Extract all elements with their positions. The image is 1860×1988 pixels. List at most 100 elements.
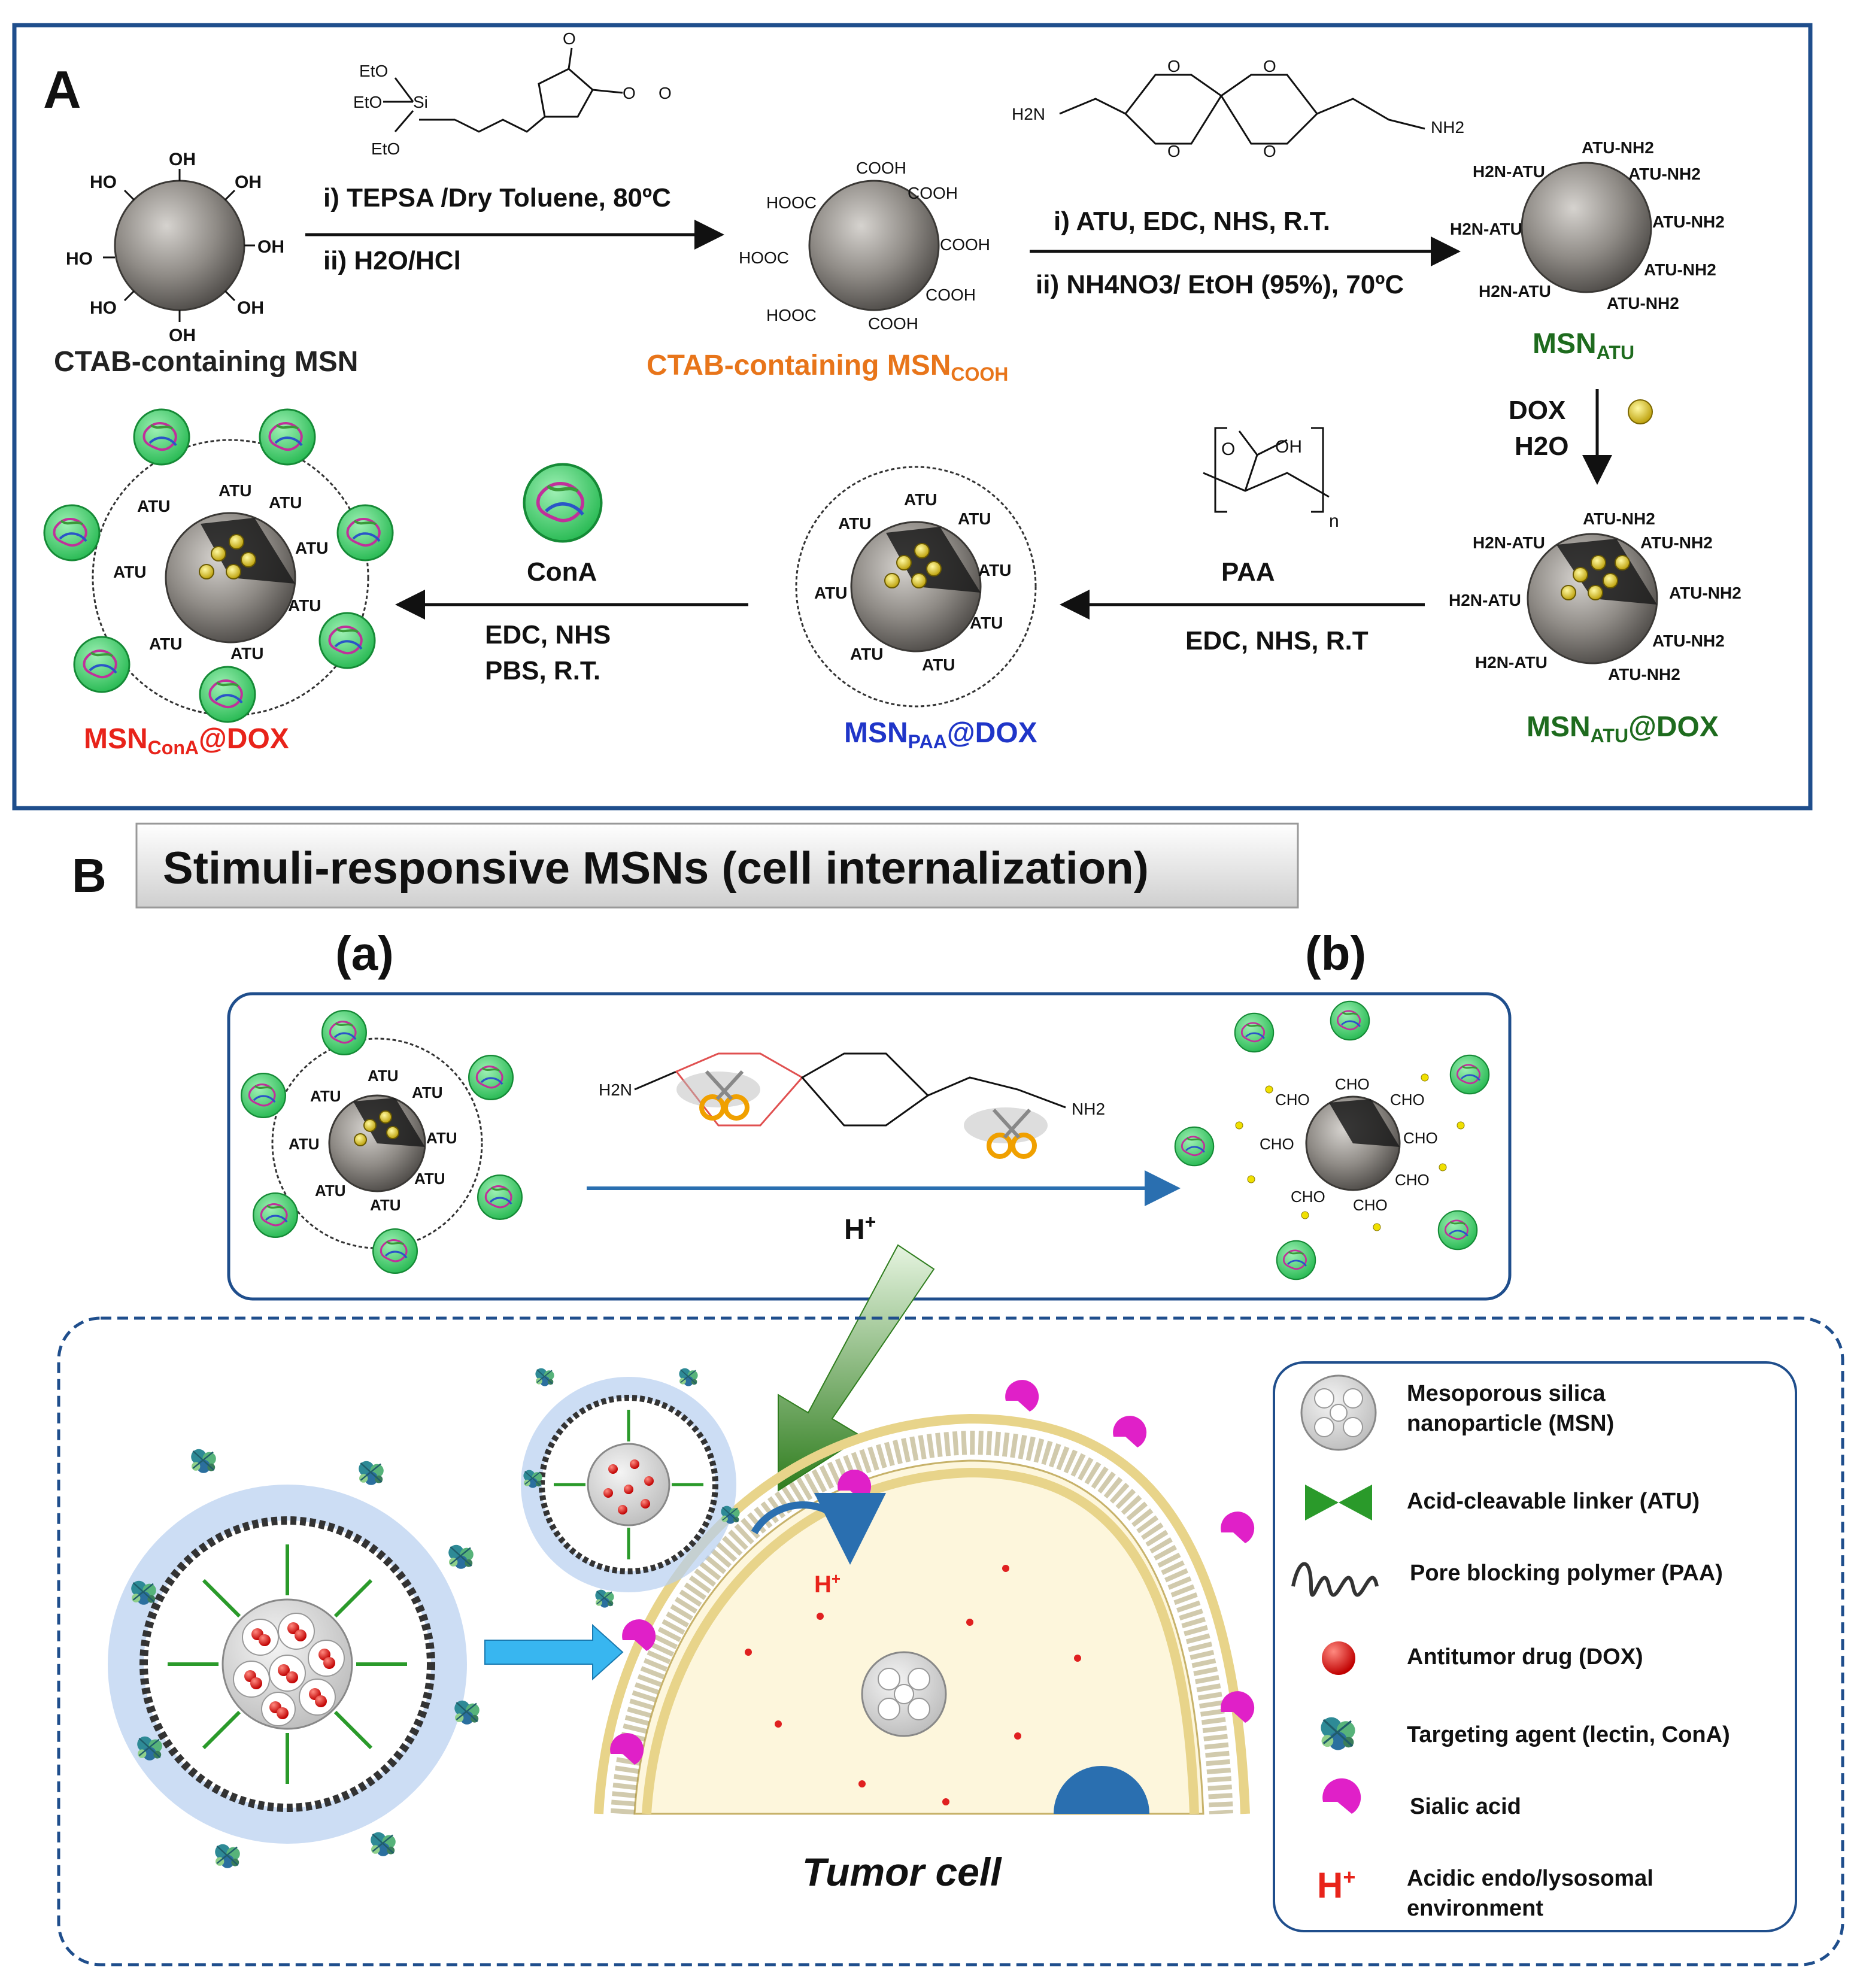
svg-text:Acidic endo/lysosomal: Acidic endo/lysosomal	[1407, 1866, 1653, 1891]
legend-polymer-icon	[1291, 1562, 1379, 1597]
msn-atu-dox-sphere: ATU-NH2 ATU-NH2 ATU-NH2 ATU-NH2 ATU-NH2 …	[1449, 509, 1741, 684]
sub-label-a: (a)	[335, 927, 394, 980]
svg-text:ATU: ATU	[368, 1067, 399, 1085]
svg-text:ATU-NH2: ATU-NH2	[1652, 213, 1725, 231]
step5-line2: PBS, R.T.	[485, 656, 600, 685]
panel-a-label: A	[43, 60, 81, 119]
svg-text:H2N-ATU: H2N-ATU	[1473, 533, 1545, 552]
step4-reagent: PAA	[1221, 557, 1275, 587]
svg-text:Mesoporous silica: Mesoporous silica	[1407, 1381, 1606, 1406]
legend-text: Mesoporous silica nanoparticle (MSN) Aci…	[1407, 1381, 1730, 1921]
panel-b-label: B	[72, 849, 107, 902]
svg-text:ATU-NH2: ATU-NH2	[1652, 632, 1725, 650]
step5-line1: EDC, NHS	[485, 620, 611, 649]
svg-text:HOOC: HOOC	[739, 248, 789, 267]
svg-text:CHO: CHO	[1335, 1075, 1370, 1093]
svg-text:ATU: ATU	[288, 596, 321, 615]
svg-text:CHO: CHO	[1395, 1171, 1430, 1189]
svg-text:Targeting agent (lectin, ConA): Targeting agent (lectin, ConA)	[1407, 1722, 1730, 1747]
targeted-msn-small	[521, 1377, 736, 1592]
svg-text:COOH: COOH	[908, 184, 958, 202]
svg-text:ATU: ATU	[970, 614, 1003, 632]
svg-text:ATU: ATU	[310, 1087, 341, 1105]
sub-label-b: (b)	[1305, 927, 1366, 980]
endocytosis-arrow	[751, 1492, 886, 1565]
svg-text:ATU: ATU	[149, 635, 182, 653]
svg-text:ATU: ATU	[412, 1083, 443, 1101]
cell-h-plus: H+	[814, 1570, 841, 1598]
atu-linker-structure	[1059, 74, 1425, 145]
svg-text:O: O	[659, 84, 672, 102]
msn-paa-dox-sphere: ATU ATU ATU ATU ATU ATU ATU ATU	[795, 466, 1037, 708]
svg-text:ATU: ATU	[137, 497, 170, 515]
legend-icons: H+	[1291, 1374, 1379, 1905]
msn-paa-dox-label: MSNPAA@DOX	[844, 717, 1037, 752]
released-msn	[861, 1651, 947, 1737]
svg-text:ATU: ATU	[113, 563, 146, 581]
svg-text:ATU-NH2: ATU-NH2	[1607, 294, 1679, 312]
legend-sialic-icon	[1322, 1778, 1361, 1814]
svg-text:OH: OH	[169, 150, 196, 169]
msn-sphere: OH OH OH OH OH HO HO HO	[66, 150, 284, 345]
svg-text:ATU-NH2: ATU-NH2	[1583, 509, 1655, 528]
svg-text:CHO: CHO	[1353, 1196, 1388, 1214]
svg-text:O: O	[563, 29, 576, 48]
msn-atu-sphere: ATU-NH2 ATU-NH2 ATU-NH2 ATU-NH2 ATU-NH2 …	[1450, 138, 1725, 312]
step3-line2: H2O	[1515, 432, 1568, 461]
svg-text:NH2: NH2	[1431, 118, 1464, 136]
svg-text:ATU-NH2: ATU-NH2	[1628, 165, 1701, 183]
legend-drug-icon	[1322, 1641, 1355, 1675]
svg-text:ATU: ATU	[958, 509, 991, 528]
svg-text:ATU-NH2: ATU-NH2	[1582, 138, 1654, 157]
svg-text:ATU-NH2: ATU-NH2	[1669, 584, 1741, 602]
svg-text:ATU: ATU	[370, 1196, 401, 1214]
svg-text:Si: Si	[413, 93, 428, 111]
step2-line2: ii) NH4NO3/ EtOH (95%), 70ºC	[1036, 270, 1404, 299]
svg-text:ATU: ATU	[414, 1170, 445, 1188]
svg-text:HO: HO	[90, 298, 117, 318]
svg-text:ATU: ATU	[219, 481, 251, 500]
svg-text:CHO: CHO	[1275, 1091, 1310, 1109]
dox-icon	[1628, 399, 1653, 424]
tepsa-labels: EtO EtO Si EtO O O O	[353, 29, 672, 158]
msn-label: CTAB-containing MSN	[54, 346, 358, 378]
step4-conditions: EDC, NHS, R.T	[1185, 626, 1369, 655]
svg-text:ATU: ATU	[838, 514, 871, 533]
trigger-label: H+	[844, 1211, 876, 1246]
paa-o: O	[1221, 439, 1235, 459]
svg-text:OH: OH	[237, 298, 264, 318]
targeted-msn-large	[108, 1485, 467, 1844]
svg-text:CHO: CHO	[1403, 1129, 1438, 1147]
svg-text:H2N: H2N	[1012, 105, 1045, 123]
paa-oh: OH	[1275, 437, 1302, 457]
cell-region-box	[57, 1316, 1844, 1966]
linker-right-label: NH2	[1072, 1100, 1105, 1118]
particle-cleaved: CHO CHO CHO CHO CHO CHO CHO CHO	[1235, 1073, 1465, 1231]
scissors-right-icon	[964, 1107, 1048, 1159]
entry-arrow	[778, 1244, 935, 1492]
released-drugs	[745, 1565, 1081, 1805]
step2-line1: i) ATU, EDC, NHS, R.T.	[1054, 207, 1330, 236]
svg-text:COOH: COOH	[940, 235, 990, 254]
svg-text:Acid-cleavable linker (ATU): Acid-cleavable linker (ATU)	[1407, 1489, 1700, 1514]
svg-text:OH: OH	[235, 172, 262, 192]
msn-cona-dox-label: MSNConA@DOX	[84, 723, 289, 758]
svg-text:EtO: EtO	[371, 139, 400, 158]
svg-text:ATU: ATU	[978, 561, 1011, 579]
panel-b-title: Stimuli-responsive MSNs (cell internaliz…	[163, 843, 1149, 894]
svg-text:ATU: ATU	[315, 1182, 346, 1200]
legend-msn-icon	[1300, 1374, 1377, 1451]
svg-text:OH: OH	[169, 326, 196, 345]
step1-line1: i) TEPSA /Dry Toluene, 80ºC	[323, 183, 671, 213]
legend-linker-icon	[1305, 1485, 1372, 1520]
msn-atu-dox-label: MSNATU@DOX	[1527, 711, 1719, 746]
linker-left-label: H2N	[599, 1080, 632, 1099]
svg-text:H2N-ATU: H2N-ATU	[1450, 220, 1522, 238]
svg-text:ATU-NH2: ATU-NH2	[1608, 665, 1680, 684]
msn-cona-dox-sphere: ATU ATU ATU ATU ATU ATU ATU ATU	[92, 439, 369, 717]
svg-text:HO: HO	[90, 172, 117, 192]
step5-reagent: ConA	[527, 557, 597, 587]
svg-text:ATU-NH2: ATU-NH2	[1644, 260, 1716, 279]
svg-text:environment: environment	[1407, 1896, 1543, 1921]
